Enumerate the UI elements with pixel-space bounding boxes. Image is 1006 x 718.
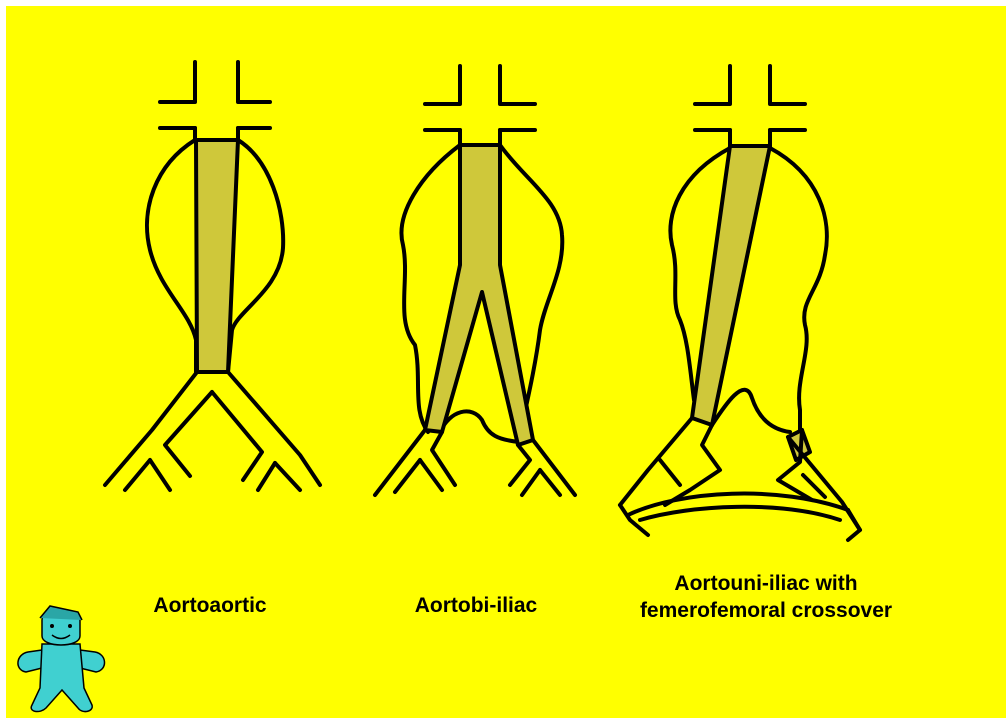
uni-iliac-graft-3 <box>692 146 770 425</box>
caption-line: Aortobi-iliac <box>386 592 566 619</box>
caption-aortobi-iliac: Aortobi-iliac <box>386 592 566 619</box>
iliac-branches-2 <box>375 430 575 495</box>
caption-aortoaortic: Aortoaortic <box>120 592 300 619</box>
aneurysm-sac-left-1 <box>147 128 196 372</box>
aortouni-iliac-diagram <box>620 66 860 540</box>
iliac-bifurcation-1 <box>105 372 320 490</box>
sac-base-3 <box>712 390 790 432</box>
caption-line: Aortouni-iliac with <box>606 570 926 597</box>
crossover-and-iliacs-3 <box>620 418 860 540</box>
surgeon-mascot-icon <box>18 606 105 712</box>
aneurysm-sac-right-3 <box>770 130 827 430</box>
sac-base-2 <box>440 411 520 442</box>
caption-line: Aortoaortic <box>120 592 300 619</box>
aortoaortic-diagram <box>105 62 320 490</box>
slide: Aortoaortic Aortobi-iliac Aortouni-iliac… <box>6 6 1006 718</box>
caption-aortouni-iliac: Aortouni-iliac with femerofemoral crosso… <box>606 570 926 624</box>
aorta-neck-3 <box>695 66 805 130</box>
aortobi-iliac-diagram <box>375 66 575 495</box>
bifurcated-graft-2 <box>425 145 533 445</box>
aorta-neck-2 <box>425 66 535 130</box>
caption-line: femerofemoral crossover <box>606 597 926 624</box>
aorta-neck-1 <box>160 62 270 128</box>
